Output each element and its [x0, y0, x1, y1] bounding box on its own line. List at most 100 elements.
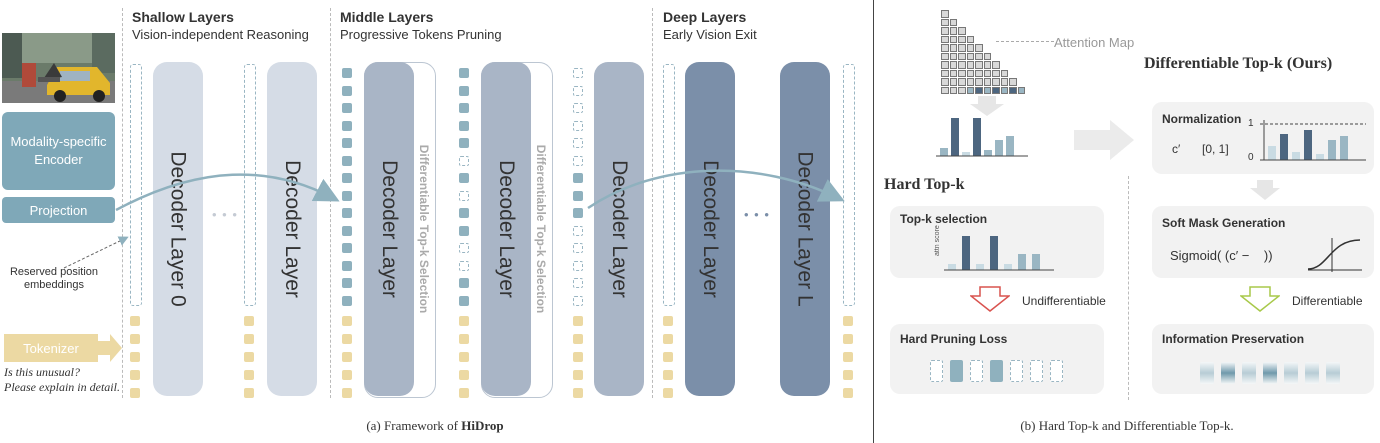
visual-token [342, 103, 352, 113]
visual-token [342, 260, 352, 271]
caption-right: (b) Hard Top-k and Differentiable Top-k. [1020, 418, 1234, 433]
tokenizer-box: Tokenizer [4, 334, 98, 362]
pruned-token [970, 360, 983, 382]
attention-cell [949, 86, 957, 94]
text-token [459, 334, 469, 344]
sigmoid-curve [1307, 238, 1362, 272]
visual-token [459, 68, 469, 78]
kept-token [950, 360, 963, 382]
text-token [663, 370, 673, 380]
soft-token [1284, 362, 1298, 384]
topk-selection-title: Top-k selection [900, 212, 988, 226]
attention-cell [941, 18, 949, 26]
visual-token [459, 295, 469, 306]
attention-cell [1017, 86, 1025, 94]
differentiable-label: Differentiable [1292, 294, 1363, 308]
bar [995, 140, 1003, 156]
bar [1280, 134, 1288, 160]
text-token [130, 370, 140, 380]
attention-cell [941, 69, 949, 77]
text-token [843, 388, 853, 398]
text-token [459, 388, 469, 398]
text-token [130, 334, 140, 344]
text-token [130, 388, 140, 398]
soft-token [1242, 362, 1256, 384]
projection-label: Projection [29, 202, 88, 218]
attention-cell [941, 35, 949, 43]
text-token [244, 334, 254, 344]
attention-cell [949, 35, 957, 43]
pruned-token [573, 225, 583, 236]
decoder-layer-middle-2: Decoder Layer [481, 62, 531, 396]
attention-cell [941, 86, 949, 94]
text-token [342, 352, 352, 362]
bar [951, 118, 959, 156]
bar [1004, 264, 1012, 270]
question-line1: Is this unusual? [4, 365, 81, 379]
attention-cell [949, 44, 957, 52]
visual-token [573, 190, 583, 201]
arrow-right-icon [98, 334, 122, 362]
tokenizer-label: Tokenizer [23, 340, 79, 356]
stage-subtitle-shallow: Vision-independent Reasoning [132, 27, 309, 42]
text-token [342, 388, 352, 398]
attention-cell [983, 86, 991, 94]
attention-cell [941, 27, 949, 35]
pruned-token [1030, 360, 1043, 382]
bar [1292, 152, 1300, 160]
stage-title-deep: Deep Layers [663, 9, 747, 25]
bar [962, 236, 970, 270]
text-token [573, 388, 583, 398]
stage-divider [122, 8, 123, 398]
decoder-layer-shallow: Decoder Layer [267, 62, 317, 396]
position-embedding-strip [663, 64, 675, 306]
pruned-token [573, 243, 583, 253]
visual-token [342, 295, 352, 306]
attention-cell [949, 61, 957, 69]
visual-token [459, 225, 469, 236]
bar [1018, 254, 1026, 270]
bar [1268, 146, 1276, 160]
text-token [244, 316, 254, 326]
topk-divider [1128, 176, 1129, 400]
visual-token [459, 208, 469, 218]
text-token [843, 334, 853, 344]
text-token [130, 352, 140, 362]
attn-score-axis-label: attn score [934, 225, 941, 256]
attention-cell [949, 18, 957, 26]
bar [1340, 136, 1348, 160]
attention-cell [992, 61, 1000, 69]
soft-token [1326, 362, 1340, 384]
information-preservation-title: Information Preservation [1162, 332, 1305, 346]
text-token [573, 370, 583, 380]
stage-subtitle-middle: Progressive Tokens Pruning [340, 27, 502, 42]
attention-cell [941, 61, 949, 69]
visual-token [459, 85, 469, 96]
stage-divider [330, 8, 331, 398]
text-token [573, 352, 583, 362]
attention-cell [992, 69, 1000, 77]
soft-mask-title: Soft Mask Generation [1162, 216, 1286, 230]
text-token [244, 370, 254, 380]
attention-cell [983, 52, 991, 60]
text-token [459, 316, 469, 326]
attention-cell [966, 44, 974, 52]
bar [973, 118, 981, 156]
attention-cell [949, 27, 957, 35]
attention-cell [958, 86, 966, 94]
decoder-layer-middle-3: Decoder Layer [594, 62, 644, 396]
visual-token [342, 85, 352, 96]
text-token [130, 316, 140, 326]
caption-left: (a) Framework of HiDrop [366, 418, 504, 433]
visual-token [459, 278, 469, 288]
pruned-token [573, 68, 583, 78]
projection-box: Projection [2, 197, 115, 223]
visual-token [459, 173, 469, 183]
attention-cell [941, 10, 949, 18]
pruned-token [459, 155, 469, 166]
bar [962, 152, 970, 156]
attention-map [941, 10, 1041, 94]
visual-token [573, 173, 583, 183]
text-token [663, 352, 673, 362]
text-token [342, 370, 352, 380]
